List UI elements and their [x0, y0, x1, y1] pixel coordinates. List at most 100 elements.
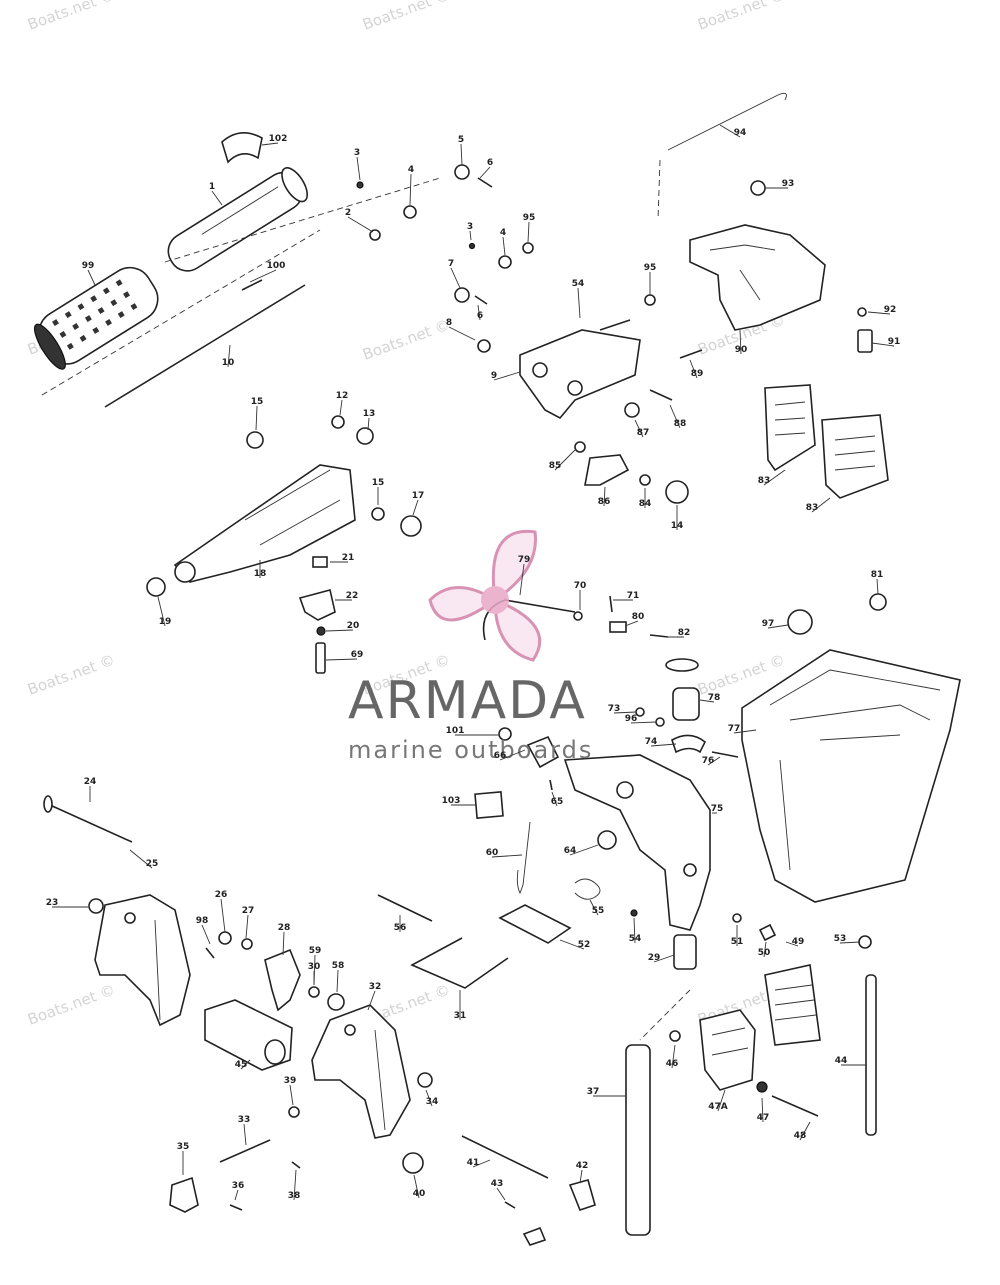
callout: 78: [699, 693, 721, 703]
callout-number: 47: [757, 1113, 770, 1123]
callout-number: 82: [678, 628, 691, 638]
callout-number: 22: [346, 591, 359, 601]
leader-line: [689, 359, 698, 379]
callout-number: 24: [84, 777, 97, 787]
leader-line: [799, 1121, 811, 1141]
assembly-line: [164, 177, 441, 263]
callout-number: 87: [637, 428, 650, 438]
callout: 31: [454, 990, 466, 1021]
part-nut: [639, 474, 651, 486]
leader-line: [653, 954, 675, 963]
callout: 6: [477, 304, 483, 321]
callout-number: 75: [711, 804, 724, 814]
callout-number: 96: [625, 714, 638, 724]
callout: 30: [308, 962, 320, 985]
callout-number: 39: [284, 1076, 297, 1086]
leader-line: [671, 1044, 676, 1069]
callout-number: 42: [576, 1161, 589, 1171]
callout-number: 95: [644, 263, 657, 273]
callout-number: 81: [871, 570, 884, 580]
callout-number: 13: [363, 409, 376, 419]
leader-line: [650, 743, 677, 747]
part-nut: [630, 909, 638, 917]
callout: 34: [425, 1089, 438, 1107]
callout: 17: [412, 491, 425, 516]
leader-line: [261, 142, 279, 146]
part-pin: [291, 1161, 301, 1169]
callout: 82: [666, 628, 690, 638]
callout: 15: [251, 397, 264, 431]
callout: 102: [261, 134, 287, 146]
part-washer: [498, 255, 512, 269]
part-nut: [669, 1030, 681, 1042]
callout-number: 45: [235, 1060, 248, 1070]
callout: 103: [442, 796, 476, 806]
part-washer: [655, 717, 665, 727]
watermark-text: Boats.net ©: [25, 981, 117, 1029]
leader-line: [367, 417, 370, 431]
callout-number: 28: [278, 923, 291, 933]
callout: 37: [587, 1087, 626, 1097]
leader-line: [282, 931, 285, 956]
leader-line: [356, 156, 361, 181]
callout-number: 15: [251, 397, 264, 407]
callout-number: 78: [708, 693, 721, 703]
part-washer: [400, 515, 422, 537]
part-pin: [609, 595, 613, 613]
part-clamp-bracket: [311, 1004, 411, 1139]
callout-number: 41: [467, 1158, 480, 1168]
leader-line: [255, 405, 258, 431]
callout: 73: [608, 704, 637, 714]
brand-tagline: marine outboards: [348, 736, 593, 764]
callout: 84: [639, 488, 651, 509]
callout: 56: [394, 915, 406, 933]
callout: 19: [157, 596, 171, 627]
callout: 44: [835, 1056, 866, 1066]
callout-number: 47A: [708, 1102, 728, 1112]
callout: 74: [645, 737, 677, 747]
callout-number: 32: [369, 982, 382, 992]
callout-number: 55: [592, 906, 605, 916]
leader-line: [707, 756, 721, 766]
callout: 4: [500, 228, 506, 256]
callout-number: 79: [518, 555, 531, 565]
leader-line: [243, 1123, 247, 1146]
callout-number: 17: [412, 491, 425, 501]
callout: 76: [702, 756, 721, 766]
callout-number: 7: [448, 259, 454, 269]
callout: 9: [491, 371, 521, 381]
leader-line: [336, 969, 339, 993]
callout: 23: [46, 898, 88, 908]
leader-line: [634, 419, 644, 438]
leader-line: [811, 497, 831, 513]
callout: 52: [559, 939, 591, 950]
callout: 91: [871, 337, 900, 347]
leader-line: [245, 914, 249, 939]
callout: 94: [719, 124, 746, 138]
callout: 18: [254, 560, 266, 579]
part-retainer: [522, 1226, 547, 1246]
callout-number: 70: [574, 581, 587, 591]
callout: 54: [629, 917, 641, 944]
callout-number: 51: [731, 937, 744, 947]
part-wire-link: [516, 821, 531, 895]
leader-line: [559, 939, 585, 950]
callout-number: 4: [408, 165, 414, 175]
leader-line: [220, 898, 226, 933]
leader-line: [87, 269, 96, 286]
callout: 42: [576, 1161, 589, 1184]
callout: 95: [523, 213, 535, 243]
assembly-line: [41, 229, 321, 396]
callout-number: 35: [177, 1142, 190, 1152]
part-cover: [821, 414, 889, 499]
callout: 15: [372, 478, 384, 505]
callout-number: 52: [578, 940, 591, 950]
part-bushing: [356, 427, 374, 445]
callout-number: 29: [648, 953, 661, 963]
leader-line: [569, 844, 599, 856]
part-pin: [241, 279, 263, 291]
callout: 5: [458, 135, 464, 166]
part-bushing: [672, 687, 700, 721]
part-nut: [574, 441, 586, 453]
part-pin: [229, 1204, 243, 1211]
